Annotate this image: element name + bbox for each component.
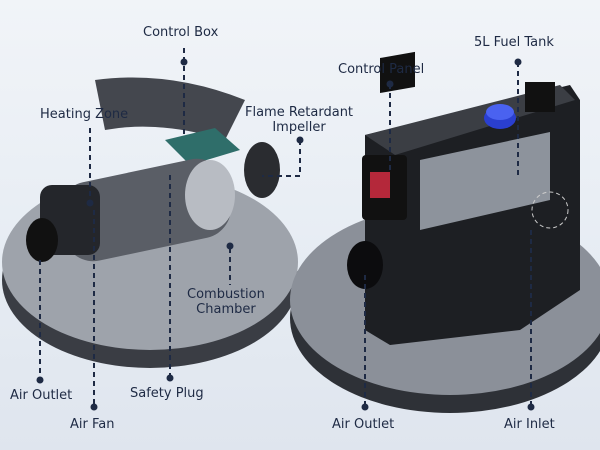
label-impeller-line2: Impeller <box>272 120 326 135</box>
label-combustion-line2: Chamber <box>196 302 256 317</box>
label-control-box: Control Box <box>143 25 219 40</box>
leader-lines <box>39 48 532 405</box>
parking-heater-unit <box>347 51 580 345</box>
heater-core <box>26 142 280 262</box>
label-impeller: Flame Retardant Impeller <box>245 105 353 135</box>
circuit-board <box>165 128 240 165</box>
label-fuel-tank: 5L Fuel Tank <box>474 35 554 50</box>
label-combustion-line1: Combustion <box>187 287 265 302</box>
label-safety-plug: Safety Plug <box>130 386 204 401</box>
label-air-fan: Air Fan <box>70 417 115 432</box>
label-impeller-line1: Flame Retardant <box>245 105 354 120</box>
label-air-inlet: Air Inlet <box>504 417 555 432</box>
label-heating-zone: Heating Zone <box>40 107 129 122</box>
label-air-outlet-left: Air Outlet <box>10 388 73 403</box>
leader-dots <box>36 58 535 411</box>
label-air-outlet-right: Air Outlet <box>332 417 395 432</box>
control-box-cover <box>95 77 245 140</box>
label-control-panel: Control Panel <box>338 62 425 77</box>
label-combustion-chamber: Combustion Chamber <box>187 287 265 317</box>
